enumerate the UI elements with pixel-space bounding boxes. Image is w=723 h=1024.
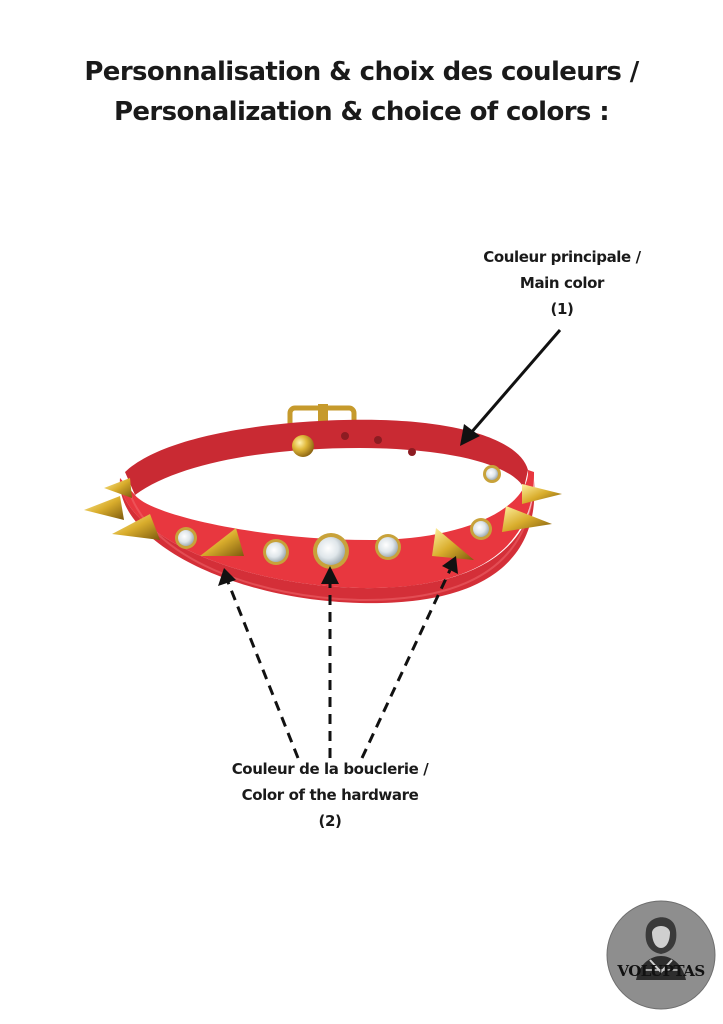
- rhinestone: [175, 465, 501, 569]
- main-color-label: Couleur principale / Main color (1): [462, 244, 662, 322]
- main-color-label-en: Main color: [519, 274, 605, 292]
- main-color-arrow: [460, 329, 562, 446]
- hardware-color-label-en: Color of the hardware: [241, 786, 419, 804]
- spike: [84, 478, 562, 560]
- main-color-label-fr: Couleur principale /: [483, 248, 641, 266]
- page-title: Personnalisation & choix des couleurs / …: [0, 52, 723, 132]
- hardware-arrows: [226, 569, 452, 759]
- hardware-color-label: Couleur de la bouclerie / Color of the h…: [205, 756, 455, 834]
- title-line-2: Personalization & choice of colors :: [113, 97, 610, 127]
- hardware-color-label-fr: Couleur de la bouclerie /: [231, 760, 429, 778]
- hardware-color-label-number: (2): [318, 812, 342, 830]
- brand-logo: [606, 900, 716, 1010]
- title-line-1: Personnalisation & choix des couleurs /: [84, 57, 639, 87]
- brand-logo-text: VOLUPTAS: [617, 962, 705, 980]
- hardware-arrowheads: [218, 556, 458, 586]
- main-color-label-number: (1): [550, 300, 574, 318]
